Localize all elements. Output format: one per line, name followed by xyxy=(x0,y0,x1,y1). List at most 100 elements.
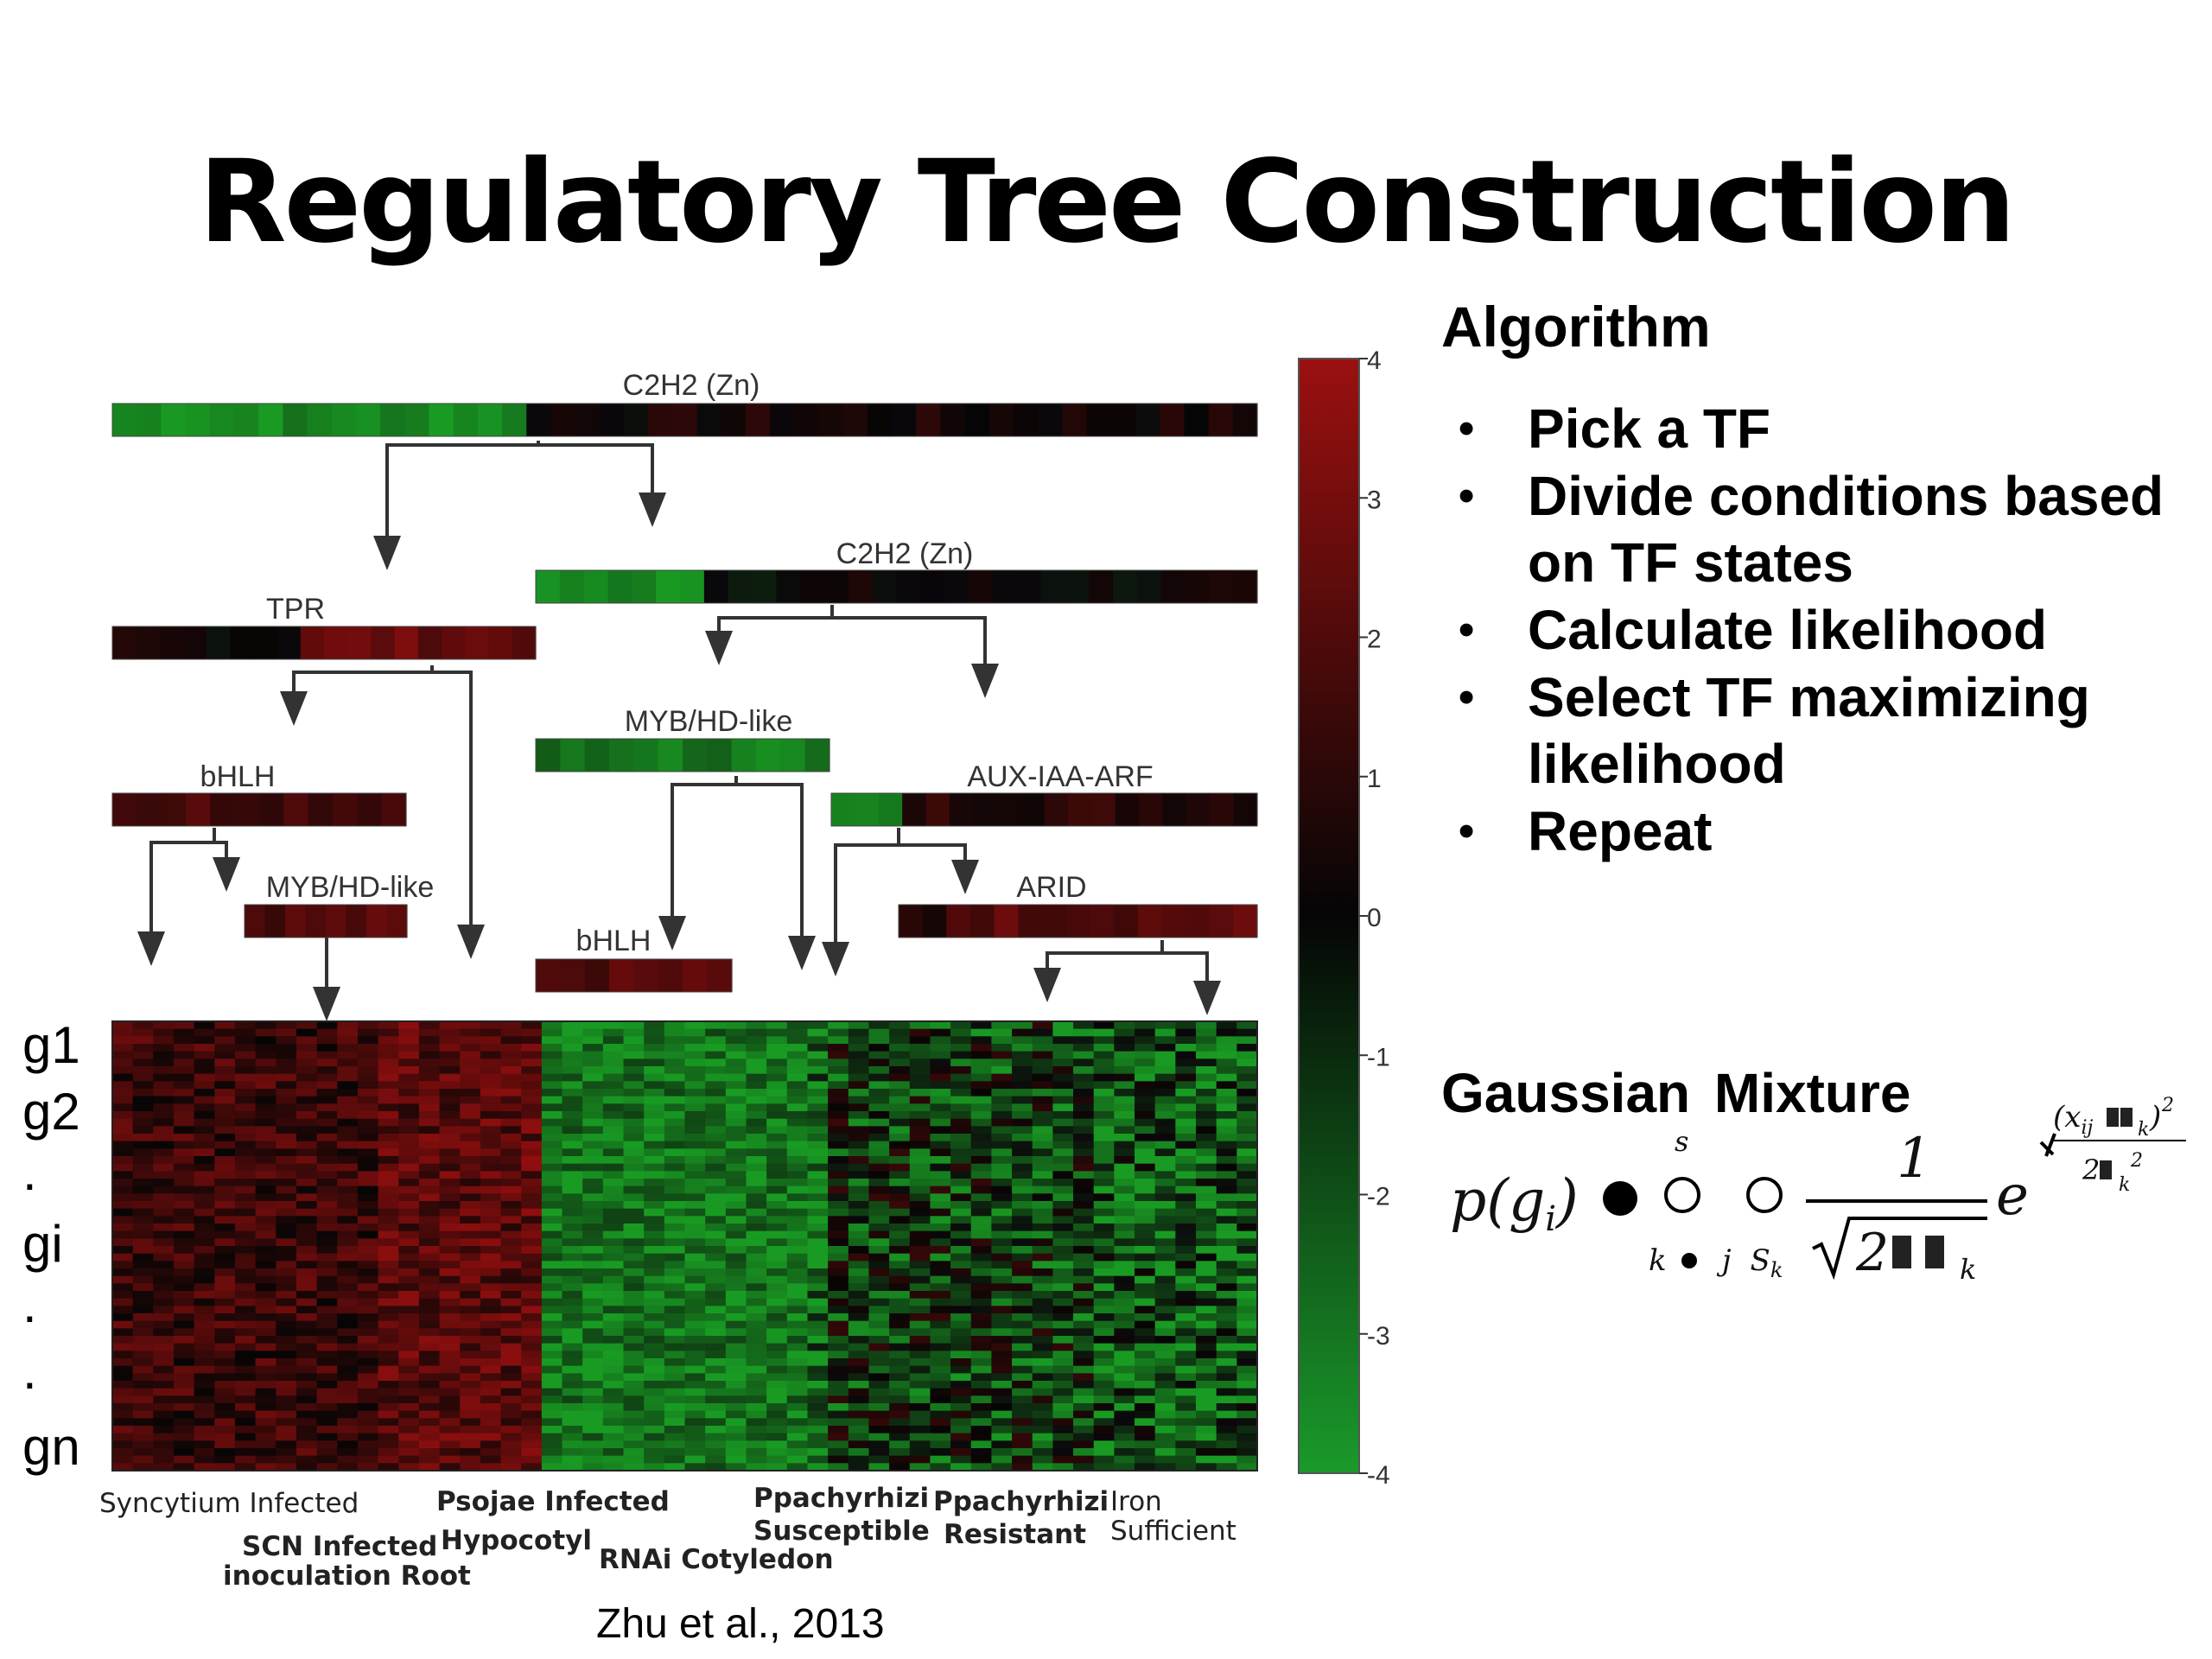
heatmap-cell xyxy=(233,404,259,436)
heatmap-cell xyxy=(725,1224,747,1232)
heatmap-cell xyxy=(786,1298,809,1306)
heatmap-cell xyxy=(1012,1463,1033,1471)
heatmap-cell xyxy=(480,1351,502,1359)
heatmap-cell xyxy=(1032,1185,1053,1194)
heatmap-cell xyxy=(828,1089,849,1097)
heatmap-cell xyxy=(644,1448,665,1457)
heatmap-cell xyxy=(480,1261,502,1269)
heatmap-cell xyxy=(991,1463,1013,1471)
heatmap-cell xyxy=(807,1426,829,1434)
heatmap-cell xyxy=(644,1208,665,1217)
heatmap-cell xyxy=(234,1298,257,1306)
heatmap-cell xyxy=(562,1141,583,1149)
heatmap-cell xyxy=(644,1103,665,1112)
heatmap-cell xyxy=(644,1433,665,1441)
heatmap-cell xyxy=(807,1395,829,1404)
heatmap-cell xyxy=(1052,1448,1074,1457)
heatmap-cell xyxy=(786,1021,809,1030)
heatmap-cell xyxy=(909,1201,931,1210)
heatmap-cell xyxy=(991,1103,1013,1112)
heatmap-cell xyxy=(1052,1403,1074,1412)
heatmap-cell xyxy=(398,1230,420,1239)
heatmap-cell xyxy=(1093,1156,1115,1165)
heatmap-cell xyxy=(276,1253,297,1262)
heatmap-cell xyxy=(1135,1126,1156,1135)
heatmap-cell xyxy=(500,1058,522,1067)
heatmap-cell xyxy=(1135,1185,1156,1194)
heatmap-cell xyxy=(644,1058,665,1067)
heatmap-cell xyxy=(296,1291,318,1300)
heatmap-cell xyxy=(644,1351,665,1359)
heatmap-cell xyxy=(1216,1103,1237,1112)
heatmap-cell xyxy=(500,1028,522,1037)
heatmap-cell xyxy=(644,1440,665,1449)
heatmap-cell xyxy=(1114,1148,1135,1157)
heatmap-cell xyxy=(480,1238,502,1247)
heatmap-cell xyxy=(460,1320,481,1329)
heatmap-cell xyxy=(582,1358,604,1367)
heatmap-cell xyxy=(602,1381,625,1389)
heatmap-cell xyxy=(766,1141,788,1149)
heatmap-cell xyxy=(173,1148,195,1157)
heatmap-cell xyxy=(296,1028,318,1037)
heatmap-cell xyxy=(378,1134,399,1142)
heatmap-cell xyxy=(500,1208,522,1217)
heatmap-cell xyxy=(1114,1238,1135,1247)
heatmap-cell xyxy=(664,1096,686,1104)
heatmap-cell xyxy=(214,1418,236,1427)
heatmap-cell xyxy=(828,1403,849,1412)
heatmap-cell xyxy=(194,1163,215,1172)
heatmap-cell xyxy=(950,1044,972,1052)
heatmap-cell xyxy=(705,1224,727,1232)
heatmap-cell xyxy=(746,1156,767,1165)
heatmap-cell xyxy=(991,1283,1013,1292)
heatmap-cell xyxy=(705,1058,727,1067)
heatmap-cell xyxy=(664,1058,686,1067)
heatmap-cell xyxy=(807,1455,829,1464)
heatmap-cell xyxy=(1012,1440,1033,1449)
heatmap-cell xyxy=(930,1351,951,1359)
heatmap-cell xyxy=(1175,1433,1197,1441)
heatmap-cell xyxy=(480,1163,502,1172)
heatmap-cell xyxy=(460,1313,481,1322)
heatmap-cell xyxy=(1012,1320,1033,1329)
heatmap-cell xyxy=(153,1261,175,1269)
heatmap-cell xyxy=(582,1096,604,1104)
heatmap-cell xyxy=(991,1141,1013,1149)
heatmap-cell xyxy=(1154,1283,1176,1292)
heatmap-cell xyxy=(644,1395,665,1404)
heatmap-cell xyxy=(439,1201,461,1210)
heatmap-cell xyxy=(842,404,868,436)
heatmap-cell xyxy=(316,1141,338,1149)
heatmap-cell xyxy=(664,1313,686,1322)
heatmap-cell xyxy=(1032,1208,1053,1217)
heatmap-cell xyxy=(1135,1066,1156,1075)
heatmap-cell xyxy=(1175,1275,1197,1284)
heatmap-cell xyxy=(1216,1388,1237,1396)
heatmap-cell xyxy=(1216,1163,1237,1172)
heatmap-cell xyxy=(1093,1193,1115,1202)
heatmap-cell xyxy=(1162,793,1187,826)
heatmap-cell xyxy=(337,1156,359,1165)
heatmap-cell xyxy=(357,1306,379,1314)
heatmap-cell xyxy=(1135,1021,1156,1030)
heatmap-cell xyxy=(746,1455,767,1464)
heatmap-cell xyxy=(276,1373,297,1382)
heatmap-cell xyxy=(623,1268,645,1277)
heatmap-cell xyxy=(173,1298,195,1306)
heatmap-cell xyxy=(889,1373,911,1382)
heatmap-cell xyxy=(132,1291,154,1300)
heatmap-cell xyxy=(991,1395,1013,1404)
heatmap-cell xyxy=(582,1275,604,1284)
heatmap-cell xyxy=(664,1216,686,1224)
heatmap-cell xyxy=(1175,1208,1197,1217)
heatmap-cell xyxy=(173,1253,195,1262)
heatmap-cell xyxy=(194,1313,215,1322)
heatmap-cell xyxy=(623,1089,645,1097)
heatmap-cell xyxy=(1114,1306,1135,1314)
heatmap-cell xyxy=(398,1036,420,1045)
heatmap-cell xyxy=(970,1036,993,1045)
heatmap-cell xyxy=(582,1268,604,1277)
heatmap-cell xyxy=(582,1141,604,1149)
heatmap-cell xyxy=(214,1306,236,1314)
